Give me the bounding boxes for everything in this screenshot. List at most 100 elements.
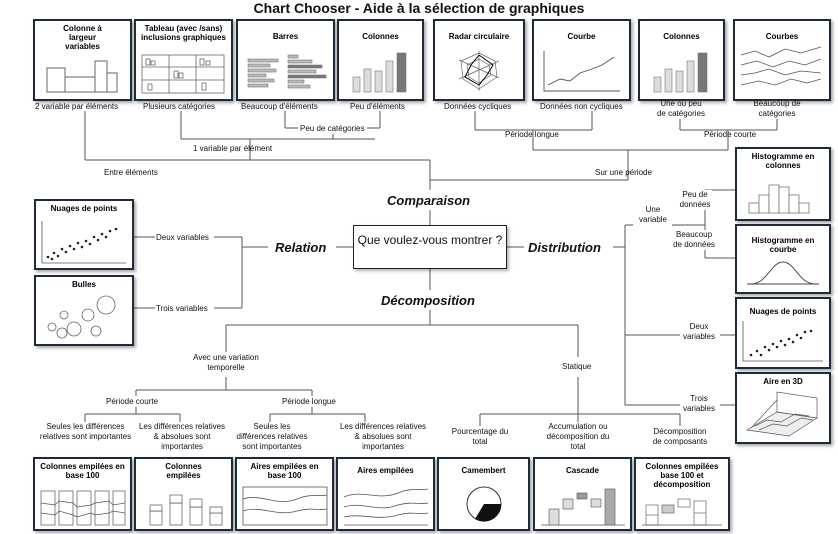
label-between-items: Entre éléments [104,168,158,177]
box-title: Barres [272,32,299,41]
bubble-chart-box[interactable]: Bulles [34,275,134,346]
box-title: Nuages de points [50,204,118,213]
category-decomposition: Décomposition [381,293,475,308]
box-title: Radar circulaire [448,32,510,41]
pie-chart-icon [466,486,502,522]
label-many-items: Beaucoup d'éléments [241,102,318,111]
label-percentage-total: Pourcentage du total [451,427,509,446]
label-three-variables-dist: Trois variables [682,394,715,413]
column-chart-box-few-categories[interactable]: Colonnes [638,19,725,101]
waterfall-chart-box[interactable]: Cascade [533,457,632,531]
label-long-period: Période longue [505,130,559,139]
stacked-column-box[interactable]: Colonnes empilées [134,457,233,531]
label-short-period-decomp: Période courte [106,397,159,407]
waterfall-chart-icon [541,488,625,526]
scatter-plot-box[interactable]: Nuages de points [34,199,134,270]
category-comparison: Comparaison [387,193,471,208]
multi-line-chart-box[interactable]: Courbes [733,19,831,101]
label-relative-only-2: Seules les différences relatives sont im… [236,422,308,451]
label-relative-absolute-2: Les différences relatives & absolues son… [339,422,427,451]
3d-area-chart-icon [745,391,818,437]
pie-chart-box[interactable]: Camembert [437,457,530,531]
box-title: Aire en 3D [763,377,803,386]
radar-chart-box[interactable]: Radar circulaire [433,19,525,101]
stacked-100-area-icon [242,486,328,526]
label-with-time-variation: Avec une variation temporelle [181,353,271,373]
label-few-categories: Une ou peu de catégories [656,99,706,118]
column-chart-icon [352,52,407,93]
label-non-cyclic-data: Données non cycliques [540,102,623,111]
line-chart-icon [543,51,620,92]
stacked-100-area-box[interactable]: Aires empilées en base 100 [235,457,334,531]
page-title: Chart Chooser - Aide à la sélection de g… [253,0,585,16]
stacked-area-box[interactable]: Aires empilées [336,457,435,531]
scatter-plot-box-dist[interactable]: Nuages de points [735,297,831,369]
label-components: Décomposition de composants [652,427,708,446]
label-one-variable: 1 variable par élément [193,144,273,153]
box-title: Camembert [461,466,506,475]
stacked-100-column-box[interactable]: Colonnes empilées en base 100 [33,457,132,531]
box-title: Histogramme en courbe [751,236,815,254]
stacked-area-icon [343,488,429,526]
label-two-variables-relation: Deux variables [156,233,209,242]
stacked-column-icon [149,494,223,526]
line-chart-box[interactable]: Courbe [532,19,631,101]
scatter-plot-icon [742,321,823,362]
table-with-charts-icon [141,54,225,94]
curve-histogram-icon [747,261,819,285]
category-distribution: Distribution [528,240,601,255]
label-many-categories: Plusieurs catégories [143,102,216,111]
box-title: Colonne à largeur variables [63,24,102,51]
stacked-100-waterfall-icon [642,498,722,526]
box-title: Courbe [567,32,596,41]
box-title: Colonnes empilées en base 100 [40,462,125,480]
column-histogram-icon [748,184,810,214]
label-long-period-decomp: Période longue [282,397,336,407]
label-cyclic-data: Données cycliques [444,102,512,111]
bubble-chart-icon [47,295,116,339]
box-title: Colonnes empilées base 100 et décomposit… [645,462,719,489]
box-title: Courbes [765,32,799,41]
3d-area-chart-box[interactable]: Aire en 3D [735,372,831,444]
bar-chart-box[interactable]: Barres [236,19,335,101]
label-two-variables-dist: Deux variables [682,322,715,341]
box-title: Colonnes [362,32,399,41]
label-two-variables: 2 variable par éléments [35,102,119,111]
center-question: Que voulez-vous montrer ? [353,225,507,269]
column-histogram-box[interactable]: Histogramme en colonnes [735,147,831,221]
multi-line-chart-icon [740,46,822,86]
label-relative-absolute-1: Les différences relatives & absolues son… [138,422,226,451]
variable-width-column-chart-icon [46,60,118,93]
label-many-data: Beaucoup de données [672,230,716,250]
column-chart-box[interactable]: Colonnes [337,19,424,101]
box-title: Nuages de points [749,307,817,316]
stacked-100-waterfall-box[interactable]: Colonnes empilées base 100 et décomposit… [634,457,730,531]
box-title: Cascade [566,466,599,475]
label-one-variable-dist: Une variable [638,205,667,224]
label-accumulation: Accumulation ou décomposition du total [540,422,616,452]
table-with-charts-box[interactable]: Tableau (avec /sans) inclusions graphiqu… [134,19,233,101]
radar-chart-icon [458,51,500,91]
label-static: Statique [562,362,592,372]
label-few-data: Peu de données [678,190,712,210]
box-title: Colonnes [663,32,700,41]
scatter-plot-icon [41,221,126,264]
label-few-items: Peu d'éléments [350,102,405,111]
label-relative-only-1: Seules les différences relatives sont im… [39,422,132,441]
box-title: Bulles [71,280,96,289]
box-title: Colonnes empilées [165,462,202,480]
box-title: Aires empilées en base 100 [250,462,319,480]
bar-chart-icon [247,54,327,89]
box-title: Tableau (avec /sans) inclusions graphiqu… [141,24,226,42]
label-three-variables-relation: Trois variables [156,304,208,313]
box-title: Aires empilées [357,466,414,475]
label-few-categories-group: Peu de catégories [298,124,367,134]
curve-histogram-box[interactable]: Histogramme en courbe [735,224,831,294]
column-chart-icon [653,52,708,93]
label-many-categories-lines: Beaucoup de catégories [753,99,801,118]
variable-width-column-box[interactable]: Colonne à largeur variables [33,19,132,101]
stacked-100-column-icon [40,490,126,526]
box-title: Histogramme en colonnes [751,152,815,170]
label-over-time: Sur une période [595,168,652,177]
